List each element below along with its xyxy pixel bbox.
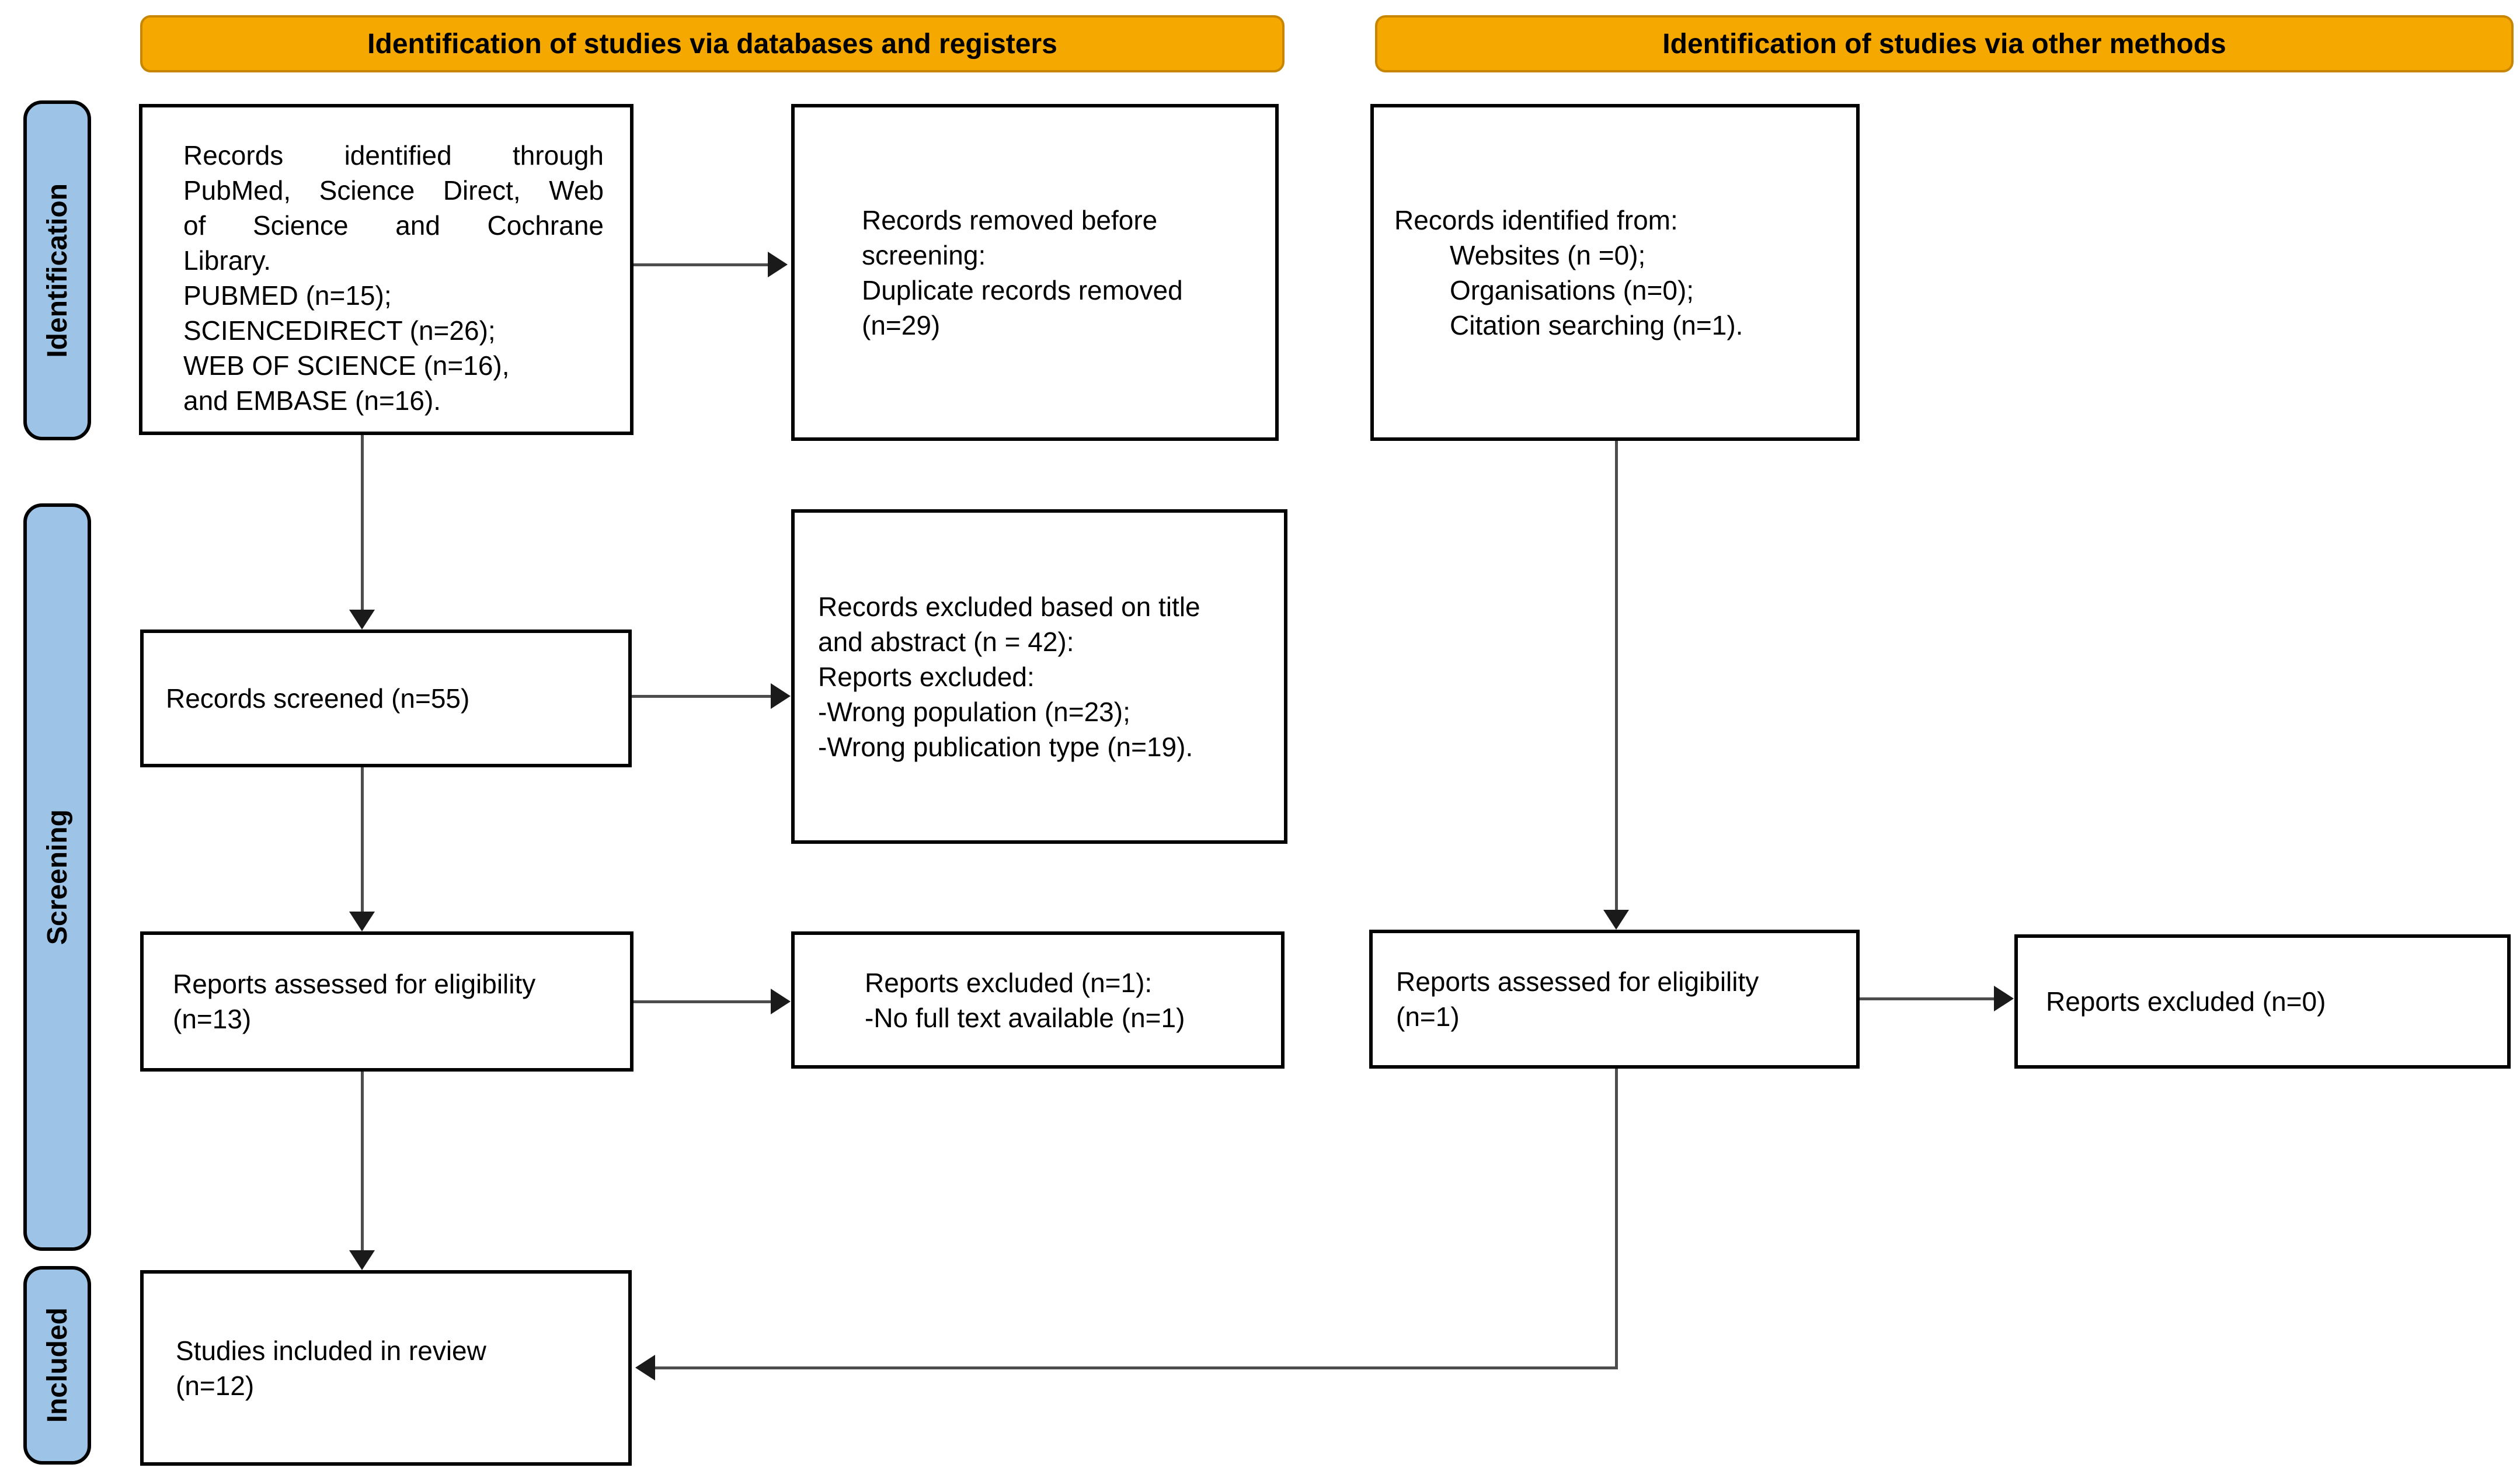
box-records-screened: Records screened (n=55) (140, 630, 632, 767)
box-text-line: screening: (862, 239, 986, 270)
box-text-line: Reports excluded: (818, 661, 1035, 692)
connector-identified-to-screened (361, 435, 364, 610)
arrow-right-icon (771, 683, 791, 709)
box-records-identified-databases: Records identified through PubMed, Scien… (139, 104, 634, 435)
arrow-down-icon (349, 912, 375, 931)
arrow-down-icon (349, 610, 375, 630)
box-records-identified-other: Records identified from: Websites (n =0)… (1370, 104, 1860, 441)
connector-other-identified-to-assessed (1615, 441, 1618, 910)
box-reports-assessed-databases: Reports assessed for eligibility (n=13) (140, 931, 634, 1072)
box-text-line: WEB OF SCIENCE (n=16), (183, 350, 510, 381)
arrow-right-icon (1994, 986, 2014, 1011)
stage-included: Included (23, 1266, 91, 1465)
arrow-left-icon (635, 1355, 655, 1380)
box-text-line: Records screened (n=55) (166, 683, 470, 714)
connector-screened-to-assessed (361, 767, 364, 912)
box-text-line: PubMed, Science Direct, Web (183, 175, 604, 206)
stage-identification-label: Identification (41, 183, 73, 358)
box-text-line: Reports assessed for eligibility (1396, 966, 1759, 997)
connector-other-assessed-to-excluded (1860, 997, 1994, 1000)
arrow-down-icon (349, 1250, 375, 1270)
box-text-line: Studies included in review (176, 1335, 486, 1366)
stage-screening-label: Screening (41, 809, 73, 945)
connector-screened-to-excluded (632, 695, 771, 698)
stage-included-label: Included (41, 1307, 73, 1423)
box-text-line: of Science and Cochrane (183, 210, 604, 241)
box-records-excluded-title-abstract: Records excluded based on title and abst… (791, 509, 1287, 844)
box-text-line: PUBMED (n=15); (183, 280, 392, 311)
box-text-line: Reports excluded (n=1): (865, 967, 1153, 998)
arrow-right-icon (768, 252, 788, 277)
box-text-line: (n=29) (862, 309, 941, 340)
box-text-line: (n=13) (173, 1004, 252, 1034)
box-text-line: Records removed before (862, 204, 1158, 235)
box-text-line: -Wrong population (n=23); (818, 696, 1130, 727)
box-text-line: Reports excluded (n=0) (2046, 986, 2326, 1017)
connector-identified-to-removed (634, 263, 769, 266)
connector-other-assessed-down (1615, 1069, 1618, 1368)
box-text-line: -Wrong publication type (n=19). (818, 731, 1193, 762)
box-records-removed-before-screening: Records removed before screening: Duplic… (791, 104, 1279, 441)
connector-other-assessed-to-included (654, 1366, 1618, 1369)
box-text-line: (n=12) (176, 1370, 255, 1401)
arrow-down-icon (1603, 910, 1629, 930)
box-text-line: Records identified through (183, 140, 604, 171)
connector-assessed-to-excluded (634, 1000, 771, 1003)
box-reports-excluded-no-fulltext: Reports excluded (n=1): -No full text av… (791, 931, 1285, 1069)
box-text-line: Organisations (n=0); (1450, 274, 1694, 305)
stage-screening: Screening (23, 503, 91, 1251)
banner-databases-registers: Identification of studies via databases … (140, 15, 1285, 72)
connector-assessed-to-included (361, 1072, 364, 1250)
box-text-line: and abstract (n = 42): (818, 626, 1074, 657)
banner-databases-registers-label: Identification of studies via databases … (367, 28, 1057, 60)
box-text-line: SCIENCEDIRECT (n=26); (183, 315, 496, 346)
box-text-line: Duplicate records removed (862, 274, 1183, 305)
box-text-line: Citation searching (n=1). (1450, 309, 1743, 340)
box-reports-excluded-other: Reports excluded (n=0) (2014, 934, 2511, 1069)
banner-other-methods: Identification of studies via other meth… (1375, 15, 2514, 72)
box-text-line: Websites (n =0); (1450, 239, 1646, 270)
arrow-right-icon (771, 989, 791, 1014)
box-text-line: Records excluded based on title (818, 591, 1200, 622)
box-text-line: Reports assessed for eligibility (173, 969, 536, 999)
box-text-line: Records identified from: (1394, 204, 1678, 235)
box-studies-included: Studies included in review (n=12) (140, 1270, 632, 1466)
box-text-line: -No full text available (n=1) (865, 1002, 1185, 1033)
box-reports-assessed-other: Reports assessed for eligibility (n=1) (1369, 930, 1860, 1069)
banner-other-methods-label: Identification of studies via other meth… (1662, 28, 2226, 60)
box-text-line: and EMBASE (n=16). (183, 385, 441, 416)
box-text-line: Library. (183, 245, 271, 276)
stage-identification: Identification (23, 100, 91, 440)
box-text-line: (n=1) (1396, 1001, 1460, 1032)
